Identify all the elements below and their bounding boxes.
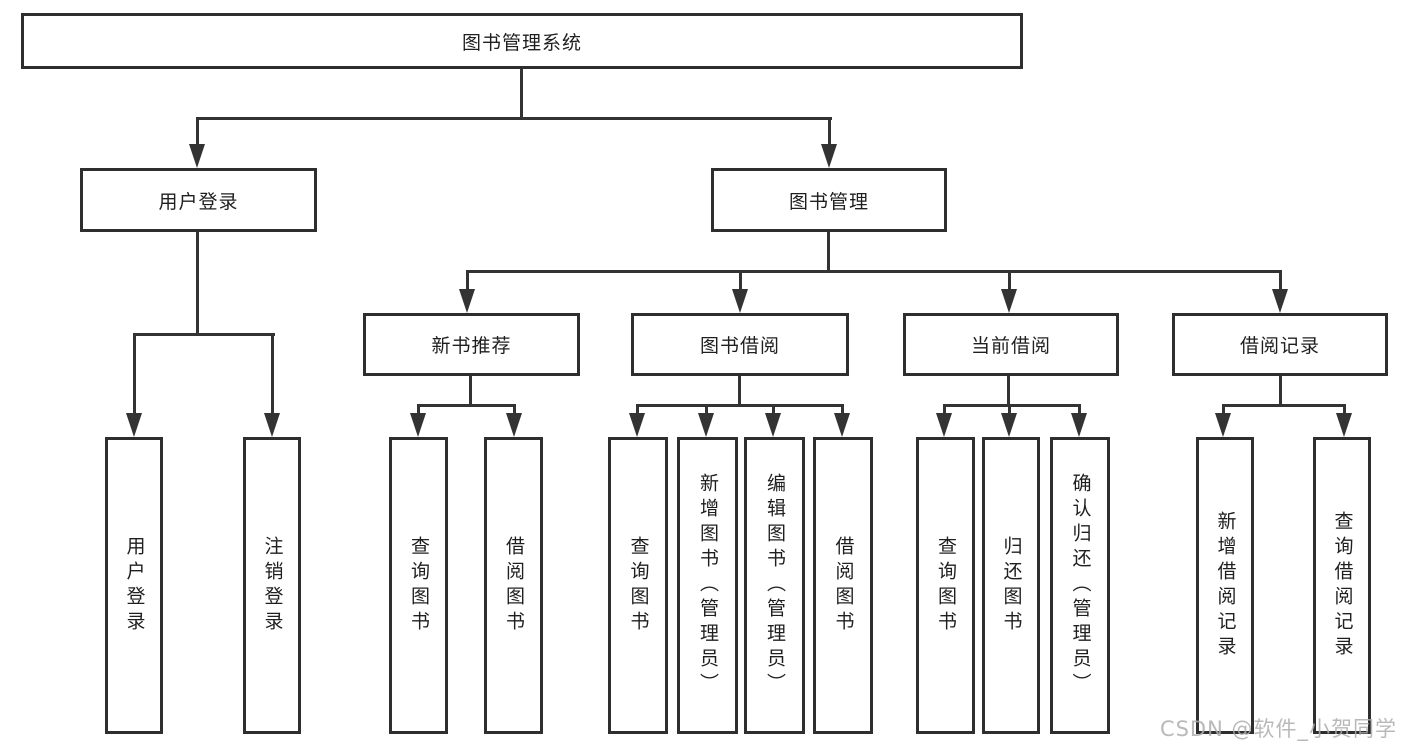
node-label: 查询借阅记录 — [1331, 510, 1354, 661]
arrow-down-icon — [459, 289, 475, 313]
connector-line — [466, 270, 469, 290]
arrow-down-icon — [1272, 289, 1288, 313]
arrow-down-icon — [732, 289, 748, 313]
node-leaf-confirm-return-admin: 确认归还（管理员） — [1050, 437, 1110, 734]
node-root-library-management-system: 图书管理系统 — [21, 13, 1023, 69]
node-user-login: 用户登录 — [80, 168, 317, 232]
node-label: 借阅记录 — [1239, 335, 1320, 357]
node-label: 注销登录 — [261, 535, 284, 636]
arrow-down-icon — [410, 413, 426, 437]
connector-line — [1007, 376, 1010, 407]
node-new-book-recommend: 新书推荐 — [363, 313, 580, 376]
arrow-down-icon — [264, 413, 280, 437]
arrow-down-icon — [698, 413, 714, 437]
connector-line — [133, 333, 275, 336]
node-label: 新增借阅记录 — [1214, 510, 1237, 661]
node-label: 图书管理系统 — [461, 31, 582, 54]
connector-line — [739, 270, 742, 290]
connector-line — [1222, 404, 1346, 407]
node-leaf-edit-books-admin: 编辑图书（管理员） — [744, 437, 805, 734]
node-label: 确认归还（管理员） — [1069, 473, 1092, 698]
node-leaf-query-books-current: 查询图书 — [916, 437, 975, 734]
node-label: 借阅图书 — [832, 535, 855, 636]
connector-line — [738, 376, 741, 407]
arrow-down-icon — [1215, 413, 1231, 437]
node-leaf-borrow-books-recommend: 借阅图书 — [484, 437, 543, 734]
arrow-down-icon — [1071, 413, 1087, 437]
connector-line — [520, 69, 523, 117]
connector-line — [943, 404, 1081, 407]
connector-line — [828, 117, 831, 147]
csdn-watermark: CSDN @软件_小贺同学 — [1159, 717, 1397, 741]
node-borrow-record: 借阅记录 — [1172, 313, 1388, 376]
node-book-borrow: 图书借阅 — [631, 313, 849, 376]
connector-line — [636, 404, 844, 407]
node-leaf-add-borrow-record: 新增借阅记录 — [1196, 437, 1254, 734]
connector-line — [133, 333, 136, 413]
node-label: 新增图书（管理员） — [697, 473, 719, 698]
connector-line — [1343, 404, 1346, 416]
connector-line — [841, 404, 844, 416]
node-label: 新书推荐 — [431, 335, 512, 357]
connector-line — [513, 404, 516, 416]
arrow-down-icon — [1001, 289, 1017, 313]
arrow-down-icon — [765, 413, 781, 437]
node-leaf-logout: 注销登录 — [243, 437, 301, 734]
connector-line — [1279, 376, 1282, 407]
node-leaf-query-books-recommend: 查询图书 — [389, 437, 448, 734]
connector-line — [1008, 270, 1011, 290]
node-label: 归还图书 — [1000, 535, 1023, 636]
connector-line — [469, 376, 472, 407]
arrow-down-icon — [1001, 413, 1017, 437]
arrow-down-icon — [834, 413, 850, 437]
arrow-down-icon — [126, 413, 142, 437]
arrow-down-icon — [936, 413, 952, 437]
connector-line — [827, 232, 830, 272]
connector-line — [196, 232, 199, 336]
node-book-management: 图书管理 — [711, 168, 947, 232]
connector-line — [705, 404, 708, 416]
connector-line — [1279, 270, 1282, 290]
connector-line — [271, 333, 274, 413]
node-label: 当前借阅 — [970, 335, 1051, 357]
node-label: 编辑图书（管理员） — [764, 473, 786, 698]
node-leaf-query-books-borrow: 查询图书 — [608, 437, 668, 734]
connector-line — [1008, 404, 1011, 416]
node-leaf-query-borrow-record: 查询借阅记录 — [1313, 437, 1371, 734]
node-label: 用户登录 — [158, 190, 239, 213]
node-leaf-add-books-admin: 新增图书（管理员） — [677, 437, 738, 734]
connector-line — [772, 404, 775, 416]
connector-line — [1078, 404, 1081, 416]
node-label: 查询图书 — [627, 535, 650, 636]
connector-line — [417, 404, 420, 416]
connector-line — [196, 117, 199, 147]
node-current-borrow: 当前借阅 — [903, 313, 1119, 376]
node-label: 用户登录 — [123, 535, 146, 636]
node-label: 图书管理 — [788, 190, 869, 213]
node-leaf-borrow-books: 借阅图书 — [813, 437, 873, 734]
connector-line — [196, 117, 832, 120]
connector-line — [1222, 404, 1225, 416]
node-label: 查询图书 — [935, 535, 957, 636]
connector-line — [417, 404, 516, 407]
connector-line — [943, 404, 946, 416]
connector-line — [636, 404, 639, 416]
arrow-down-icon — [189, 144, 205, 168]
arrow-down-icon — [1336, 413, 1352, 437]
arrow-down-icon — [821, 144, 837, 168]
arrow-down-icon — [629, 413, 645, 437]
node-label: 借阅图书 — [503, 535, 525, 636]
node-leaf-return-books: 归还图书 — [982, 437, 1040, 734]
arrow-down-icon — [506, 413, 522, 437]
connector-line — [466, 270, 1282, 273]
node-label: 图书借阅 — [699, 335, 780, 357]
node-leaf-user-login: 用户登录 — [105, 437, 163, 734]
node-label: 查询图书 — [408, 535, 430, 636]
